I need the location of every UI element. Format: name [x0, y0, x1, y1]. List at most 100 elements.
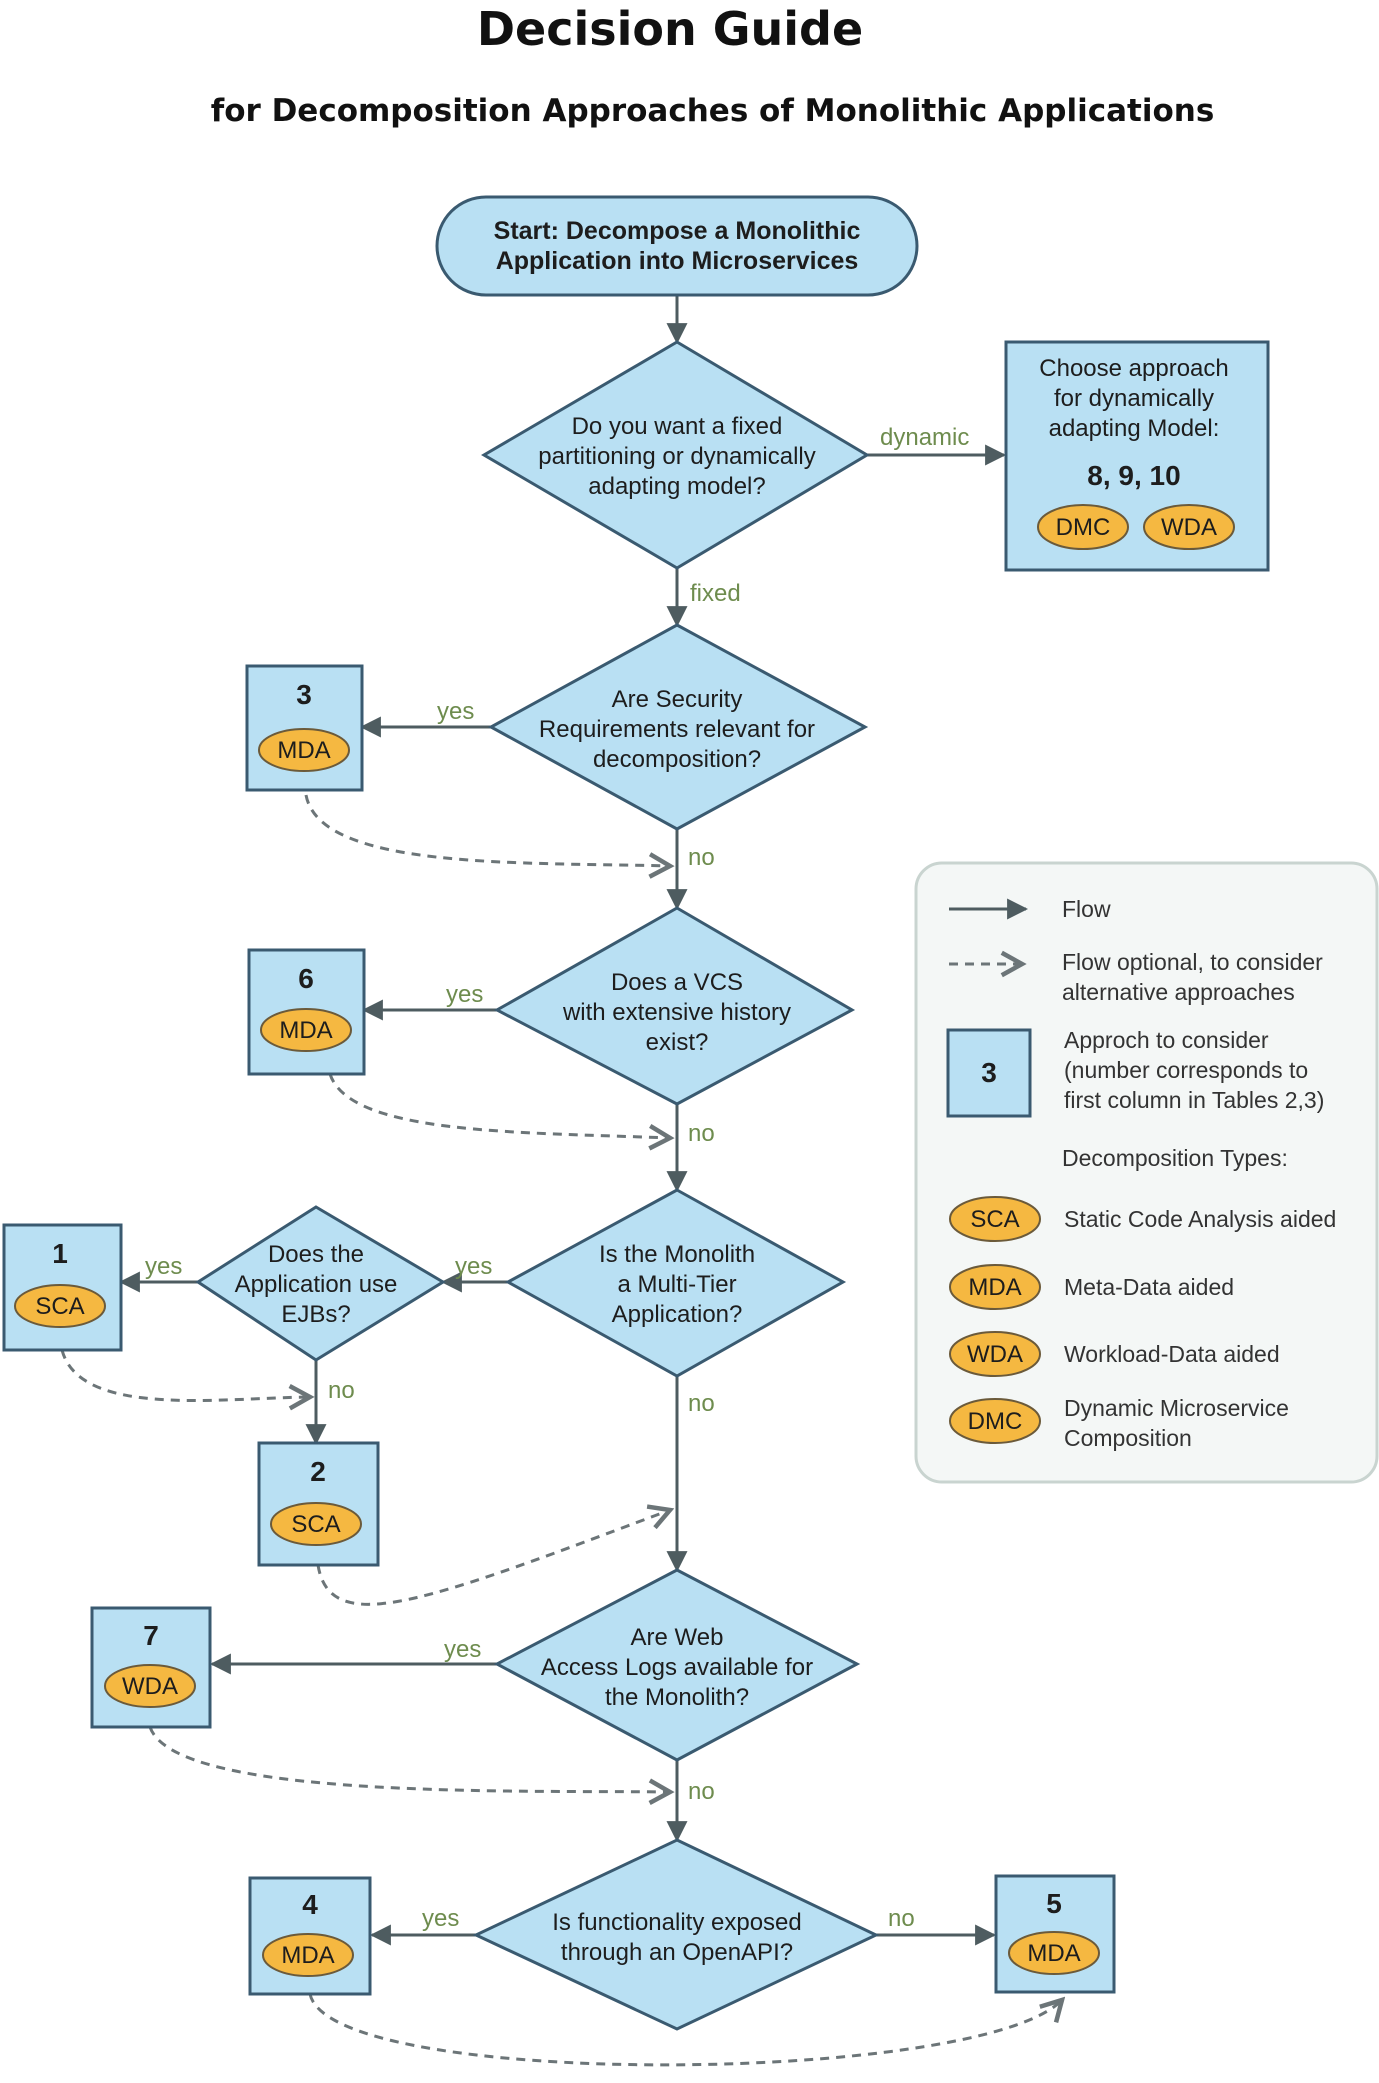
type-badge: [260, 1008, 352, 1052]
legend-type-badge: [949, 1331, 1041, 1377]
type-badge: [1037, 504, 1129, 550]
decision-diamond: [487, 623, 869, 831]
approach-number: 6: [298, 963, 314, 994]
edge-label-no: no: [688, 844, 715, 871]
optional-flow-a6: [328, 1073, 670, 1138]
dynamic-box-text: adapting Model:: [1049, 415, 1220, 442]
decision-diamond: [472, 1838, 880, 2031]
edge-label-yes: yes: [422, 1905, 459, 1932]
optional-flow-a7: [148, 1726, 670, 1792]
edge-label-yes: yes: [455, 1253, 492, 1280]
legend-type-code: WDA: [967, 1341, 1023, 1368]
edge-label-no: no: [328, 1377, 355, 1404]
decision-diamond: [481, 340, 870, 570]
legend-optional-label: alternative approaches: [1062, 979, 1295, 1005]
dynamic-box-text: Choose approach: [1039, 355, 1228, 382]
legend-panel: [914, 861, 1379, 1484]
edge-label-dynamic: dynamic: [880, 424, 969, 451]
type-badge-label: WDA: [122, 1673, 178, 1700]
type-badge-label: MDA: [281, 1942, 334, 1969]
page-title: Decision Guide: [476, 2, 864, 56]
decision-text: Are Security: [612, 686, 743, 713]
decision-diamond: [504, 1188, 847, 1378]
decision-q4: Is the Monolith a Multi-Tier Application…: [504, 1188, 847, 1378]
decision-text: Requirements relevant for: [539, 716, 815, 743]
decision-q7: Is functionality exposed through an Open…: [472, 1838, 880, 2031]
legend-approach-label: Approch to consider: [1064, 1027, 1269, 1053]
decision-text: with extensive history: [562, 999, 791, 1026]
legend-types-heading: Decomposition Types:: [1062, 1145, 1288, 1171]
type-badge: [258, 728, 350, 772]
edge-label-yes: yes: [145, 1253, 182, 1280]
type-badge: [14, 1284, 106, 1328]
legend-approach-label: first column in Tables 2,3): [1064, 1087, 1324, 1113]
edge-label-yes: yes: [444, 1636, 481, 1663]
decision-text: exist?: [646, 1029, 709, 1056]
decision-text: Are Web: [631, 1624, 724, 1651]
legend-optional-label: Flow optional, to consider: [1062, 949, 1323, 975]
decision-text: Is the Monolith: [599, 1241, 755, 1268]
approach-box-3: 3 MDA: [245, 664, 364, 792]
type-badge-label: SCA: [291, 1511, 340, 1538]
approach-box-4: 4 MDA: [248, 1876, 372, 1996]
connectors: [60, 295, 1062, 2067]
legend-type-label: Static Code Analysis aided: [1064, 1206, 1336, 1232]
legend-type-label: Composition: [1064, 1425, 1192, 1451]
decision-diamond: [493, 906, 856, 1106]
decision-text: Do you want a fixed: [572, 413, 783, 440]
type-badge-label: MDA: [1027, 1940, 1080, 1967]
decision-q5: Does the Application use EJBs?: [195, 1205, 446, 1362]
legend-flow-label: Flow: [1062, 896, 1111, 922]
legend-type-label: Workload-Data aided: [1064, 1341, 1280, 1367]
decision-text: adapting model?: [588, 473, 765, 500]
edge-label-no: no: [688, 1778, 715, 1805]
type-badge: [1143, 504, 1235, 550]
approach-box-7: 7 WDA: [90, 1606, 212, 1729]
page-subtitle: for Decomposition Approaches of Monolith…: [210, 93, 1215, 129]
edge-label-no: no: [888, 1905, 915, 1932]
type-badge: [262, 1933, 354, 1977]
decision-text: Application?: [612, 1301, 743, 1328]
approach-number: 3: [296, 679, 312, 710]
start-label-line-1: Start: Decompose a Monolithic: [494, 217, 861, 245]
dynamic-box-text: for dynamically: [1054, 385, 1214, 412]
edge-labels: dynamic fixed yes no yes no yes yes no n…: [145, 424, 969, 1932]
approach-number: 4: [302, 1889, 318, 1920]
optional-flow-a1: [60, 1349, 310, 1400]
start-node: Start: Decompose a Monolithic Applicatio…: [435, 195, 919, 297]
type-badge-label: WDA: [1161, 514, 1217, 541]
edge-label-fixed: fixed: [690, 580, 741, 607]
approach-number: 7: [143, 1620, 159, 1651]
legend-approach-number: 3: [981, 1057, 997, 1088]
type-badge: [104, 1664, 196, 1708]
decision-text: a Multi-Tier: [617, 1271, 736, 1298]
optional-flow-a4: [308, 1993, 1062, 2067]
legend: Flow Flow optional, to consider alternat…: [914, 861, 1379, 1484]
edge-label-yes: yes: [437, 698, 474, 725]
legend-type-label: Dynamic Microservice: [1064, 1395, 1289, 1421]
edge-label-yes: yes: [446, 981, 483, 1008]
legend-approach-swatch: [946, 1028, 1032, 1118]
type-badge-label: DMC: [1056, 514, 1111, 541]
optional-flow-a2: [316, 1510, 670, 1606]
dynamic-box-numbers: 8, 9, 10: [1087, 460, 1180, 491]
legend-type-code: MDA: [968, 1274, 1021, 1301]
approach-box-2: 2 SCA: [257, 1441, 380, 1567]
type-badge: [1008, 1931, 1100, 1975]
type-badge-label: MDA: [279, 1017, 332, 1044]
approach-number: 1: [52, 1238, 68, 1269]
legend-type-code: SCA: [970, 1206, 1019, 1233]
decision-text: the Monolith?: [605, 1684, 749, 1711]
type-badge: [270, 1502, 362, 1546]
decision-q3: Does a VCS with extensive history exist?: [493, 906, 856, 1106]
approach-box-5: 5 MDA: [994, 1874, 1116, 1994]
approach-box-1: 1 SCA: [2, 1223, 123, 1352]
approach-box-6: 6 MDA: [247, 948, 366, 1076]
type-badge-label: SCA: [35, 1293, 84, 1320]
approach-number: 2: [310, 1456, 326, 1487]
decision-text: Application use: [235, 1271, 398, 1298]
decision-q6: Are Web Access Logs available for the Mo…: [493, 1568, 861, 1762]
decision-diamond: [195, 1205, 446, 1362]
